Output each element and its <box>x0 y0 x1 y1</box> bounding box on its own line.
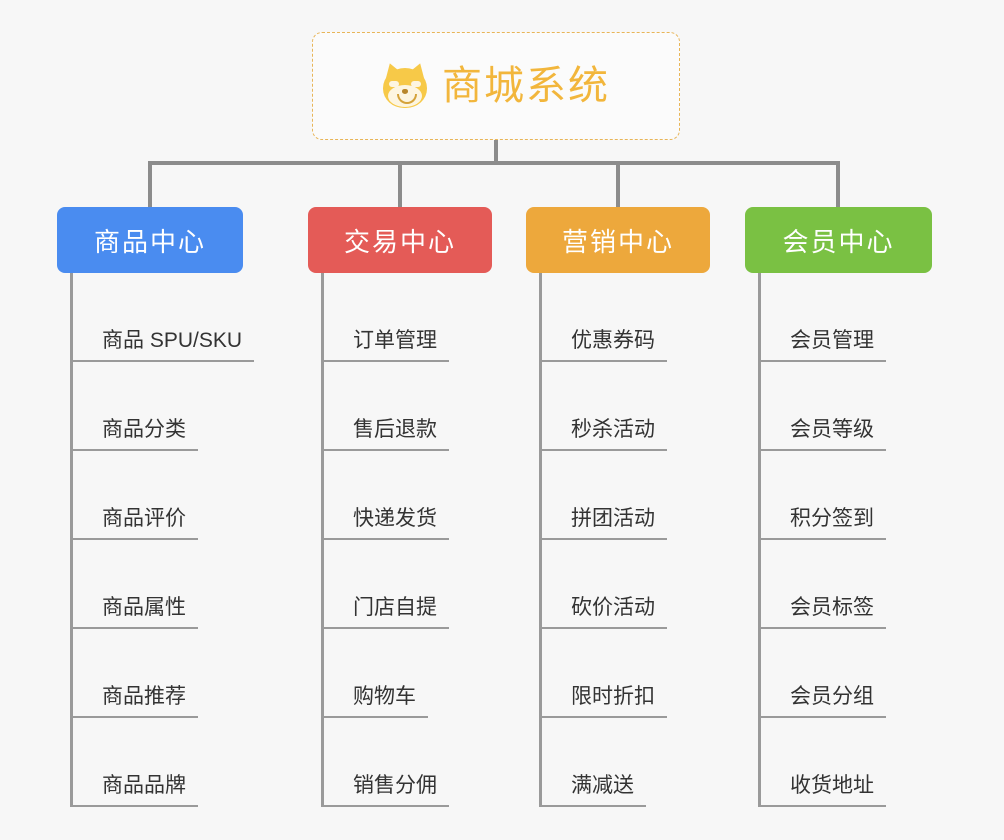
list-item[interactable]: 销售分佣 <box>308 718 538 807</box>
leaf-label: 订单管理 <box>353 329 437 352</box>
list-item[interactable]: 会员标签 <box>745 540 975 629</box>
leaf-label: 会员标签 <box>790 596 874 619</box>
branch-column-1: 商品中心 商品 SPU/SKU 商品分类 商品评价 商品属性 商品推荐 商品品牌 <box>57 207 307 807</box>
branch-column-3: 营销中心 优惠券码 秒杀活动 拼团活动 砍价活动 限时折扣 满减送 <box>526 207 756 807</box>
root-node-label: 商城系统 <box>442 64 610 108</box>
branch-header-3[interactable]: 营销中心 <box>526 207 710 273</box>
list-item[interactable]: 订单管理 <box>308 273 538 362</box>
leaf-label: 商品推荐 <box>102 685 186 708</box>
leaf-label: 商品分类 <box>102 418 186 441</box>
branch-header-label-4: 会员中心 <box>782 226 895 257</box>
branch-header-2[interactable]: 交易中心 <box>308 207 492 273</box>
leaf-label: 收货地址 <box>790 774 874 797</box>
list-item[interactable]: 商品 SPU/SKU <box>57 273 307 362</box>
leaf-label: 门店自提 <box>353 596 437 619</box>
branch-items-3: 优惠券码 秒杀活动 拼团活动 砍价活动 限时折扣 满减送 <box>526 273 756 807</box>
branch-spine-2 <box>321 273 324 807</box>
leaf-label: 商品品牌 <box>102 774 186 797</box>
list-item[interactable]: 商品品牌 <box>57 718 307 807</box>
branch-header-label-1: 商品中心 <box>93 226 206 257</box>
branch-spine-3 <box>539 273 542 807</box>
list-item[interactable]: 秒杀活动 <box>526 362 756 451</box>
list-item[interactable]: 售后退款 <box>308 362 538 451</box>
list-item[interactable]: 商品推荐 <box>57 629 307 718</box>
list-item[interactable]: 商品评价 <box>57 451 307 540</box>
list-item[interactable]: 拼团活动 <box>526 451 756 540</box>
branch-column-2: 交易中心 订单管理 售后退款 快递发货 门店自提 购物车 销售分佣 <box>308 207 538 807</box>
connector-drop-1 <box>148 161 152 209</box>
leaf-label: 快递发货 <box>353 507 437 530</box>
leaf-label: 售后退款 <box>353 418 437 441</box>
leaf-label: 商品评价 <box>102 507 186 530</box>
list-item[interactable]: 优惠券码 <box>526 273 756 362</box>
list-item[interactable]: 会员分组 <box>745 629 975 718</box>
leaf-label: 满减送 <box>571 774 634 797</box>
connector-drop-2 <box>398 161 402 209</box>
list-item[interactable]: 快递发货 <box>308 451 538 540</box>
branch-header-label-2: 交易中心 <box>343 226 456 257</box>
leaf-label: 销售分佣 <box>353 774 437 797</box>
leaf-label: 会员等级 <box>790 418 874 441</box>
leaf-label: 限时折扣 <box>571 685 655 708</box>
branch-spine-4 <box>758 273 761 807</box>
branch-spine-1 <box>70 273 73 807</box>
list-item[interactable]: 积分签到 <box>745 451 975 540</box>
branch-header-label-3: 营销中心 <box>561 226 674 257</box>
leaf-label: 商品 SPU/SKU <box>102 329 243 352</box>
branch-header-4[interactable]: 会员中心 <box>745 207 932 273</box>
leaf-label: 秒杀活动 <box>571 418 655 441</box>
branch-items-1: 商品 SPU/SKU 商品分类 商品评价 商品属性 商品推荐 商品品牌 <box>57 273 307 807</box>
connector-drop-3 <box>616 161 620 209</box>
leaf-label: 积分签到 <box>790 507 874 530</box>
leaf-label: 会员管理 <box>790 329 874 352</box>
list-item[interactable]: 满减送 <box>526 718 756 807</box>
list-item[interactable]: 砍价活动 <box>526 540 756 629</box>
leaf-label: 会员分组 <box>790 685 874 708</box>
leaf-label: 商品属性 <box>102 596 186 619</box>
list-item[interactable]: 收货地址 <box>745 718 975 807</box>
root-node[interactable]: 商城系统 <box>312 32 680 140</box>
list-item[interactable]: 限时折扣 <box>526 629 756 718</box>
list-item[interactable]: 会员等级 <box>745 362 975 451</box>
leaf-label: 拼团活动 <box>571 507 655 530</box>
branch-items-4: 会员管理 会员等级 积分签到 会员标签 会员分组 收货地址 <box>745 273 975 807</box>
list-item[interactable]: 购物车 <box>308 629 538 718</box>
connector-horizontal-bus <box>148 161 840 165</box>
list-item[interactable]: 会员管理 <box>745 273 975 362</box>
leaf-label: 购物车 <box>353 685 416 708</box>
list-item[interactable]: 商品属性 <box>57 540 307 629</box>
branch-column-4: 会员中心 会员管理 会员等级 积分签到 会员标签 会员分组 收货地址 <box>745 207 975 807</box>
branch-header-1[interactable]: 商品中心 <box>57 207 243 273</box>
connector-drop-4 <box>836 161 840 209</box>
branch-items-2: 订单管理 售后退款 快递发货 门店自提 购物车 销售分佣 <box>308 273 538 807</box>
connector-root-stem <box>494 140 498 164</box>
leaf-label: 砍价活动 <box>571 596 655 619</box>
shiba-dog-icon <box>381 60 429 109</box>
list-item[interactable]: 商品分类 <box>57 362 307 451</box>
list-item[interactable]: 门店自提 <box>308 540 538 629</box>
leaf-label: 优惠券码 <box>571 329 655 352</box>
